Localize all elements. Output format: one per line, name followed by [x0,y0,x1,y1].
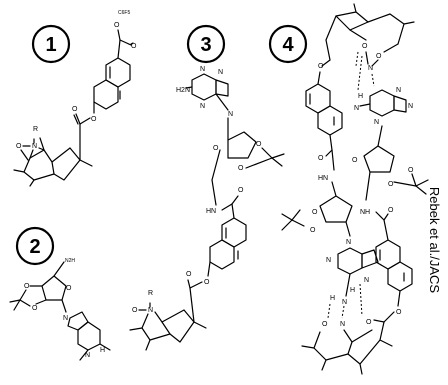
svg-text:N: N [326,257,331,264]
svg-text:O: O [312,209,318,216]
svg-text:O: O [238,165,244,172]
svg-text:N: N [408,103,413,110]
svg-text:O: O [362,43,368,50]
svg-text:O: O [132,307,138,314]
svg-text:O: O [366,319,372,326]
svg-text:O: O [238,187,244,194]
svg-text:N: N [85,352,90,359]
svg-text:O: O [376,53,382,60]
svg-text:N: N [228,111,233,118]
compound-3-label: 3 [186,24,226,64]
svg-text:N: N [218,69,223,76]
svg-text:H: H [350,287,355,294]
compound-4-structure: 4 O O N O O HN H N [268,3,429,375]
svg-text:3: 3 [200,34,211,56]
svg-text:N: N [396,87,401,94]
svg-text:O: O [114,22,120,29]
svg-text:O: O [131,43,137,50]
compound-1-structure: 1 C6F5 O O O O R O N [13,10,137,187]
svg-text:H: H [100,347,105,354]
svg-text:R: R [148,290,153,297]
compound-2-structure: 2 N2H O O O N N H [9,226,111,361]
svg-text:H: H [330,295,335,302]
svg-text:N: N [148,307,153,314]
svg-text:O: O [24,283,30,290]
svg-text:O: O [32,305,38,312]
svg-text:N: N [63,315,68,322]
svg-text:N: N [354,105,359,112]
svg-text:N: N [200,103,205,110]
svg-text:O: O [396,309,402,316]
svg-text:O: O [213,145,219,152]
h2n-group: H2N [176,87,190,94]
n2h-group: N2H [65,258,75,264]
svg-text:O: O [318,63,324,70]
svg-text:1: 1 [45,34,56,56]
svg-text:O: O [318,155,324,162]
svg-text:O: O [352,157,358,164]
svg-text:O: O [204,279,210,286]
compound-3-structure: 3 H2N N N N N O O O HN O O [129,24,285,351]
svg-text:HN: HN [206,208,216,215]
svg-text:O: O [388,207,394,214]
svg-text:N: N [200,66,205,73]
svg-text:N: N [368,65,373,72]
svg-text:O: O [66,285,72,292]
svg-text:O: O [256,141,262,148]
svg-text:N: N [340,321,345,328]
svg-text:N: N [32,143,37,150]
svg-text:O: O [91,116,97,123]
svg-text:N: N [364,277,369,284]
svg-text:N: N [342,299,347,306]
svg-text:R: R [33,126,38,133]
c6f5-group: C6F5 [118,10,130,16]
svg-text:N: N [374,119,379,126]
svg-text:2: 2 [29,236,40,258]
compound-1-label: 1 [31,24,71,64]
svg-text:O: O [72,106,78,113]
svg-text:O: O [388,181,394,188]
compound-4-label: 4 [268,24,308,64]
svg-text:O: O [310,227,316,234]
svg-text:O: O [322,321,328,328]
svg-text:4: 4 [282,34,294,56]
svg-text:O: O [186,271,192,278]
credit-label: Rebek et al./JACS [427,187,442,294]
compound-2-label: 2 [15,226,55,266]
svg-text:O: O [16,143,22,150]
svg-text:NH: NH [360,209,370,216]
svg-text:O: O [408,167,414,174]
svg-text:H: H [358,93,363,100]
svg-text:HN: HN [318,175,328,182]
svg-text:N: N [346,239,351,246]
